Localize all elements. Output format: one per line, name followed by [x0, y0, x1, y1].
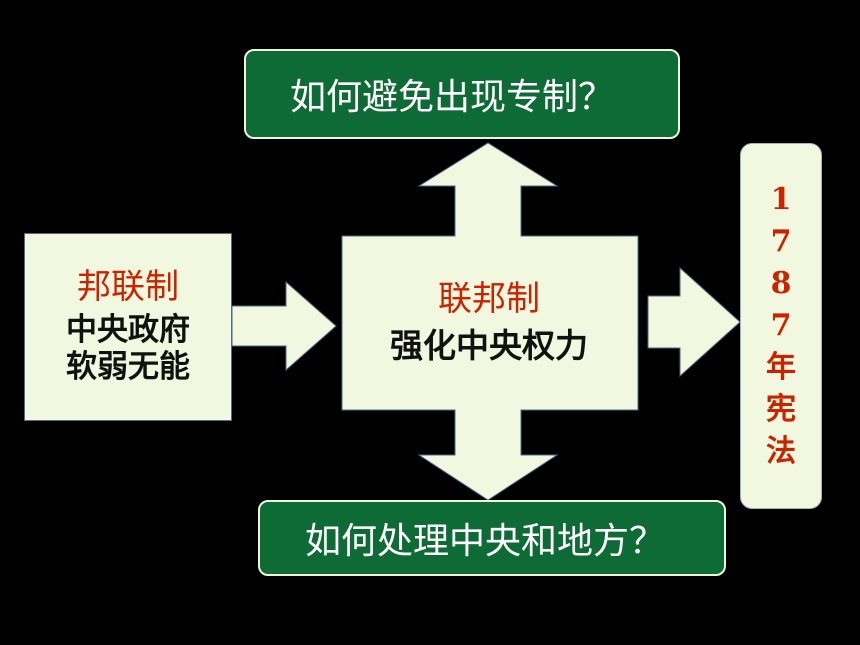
constitution-1787-box: 1 7 8 7 年 宪 法: [740, 143, 822, 509]
question-bottom-box: 如何处理中央和地方？: [258, 500, 726, 576]
arrow-left-to-center: [231, 280, 337, 372]
arrow-center-to-year: [647, 266, 741, 378]
confederation-box: 邦联制 中央政府 软弱无能: [24, 233, 232, 421]
federation-title: 联邦制: [438, 278, 540, 319]
year-char: 8: [770, 266, 792, 301]
center-cross-arrow: [341, 142, 639, 501]
year-char: 1: [770, 182, 792, 217]
federation-box: 联邦制 强化中央权力: [340, 236, 638, 408]
year-char: 宪: [766, 392, 796, 427]
year-char: 7: [770, 224, 792, 259]
confederation-title: 邦联制: [77, 267, 179, 308]
federation-subtitle: 强化中央权力: [390, 325, 588, 365]
year-char: 年: [766, 350, 796, 385]
year-char: 7: [770, 308, 792, 343]
question-top-text: 如何避免出现专制？: [289, 77, 614, 118]
question-bottom-text: 如何处理中央和地方？: [304, 521, 665, 562]
confederation-line-1: 中央政府: [66, 312, 190, 349]
year-char: 法: [766, 434, 796, 469]
question-top-box: 如何避免出现专制？: [244, 49, 680, 139]
confederation-line-2: 软弱无能: [66, 349, 190, 386]
